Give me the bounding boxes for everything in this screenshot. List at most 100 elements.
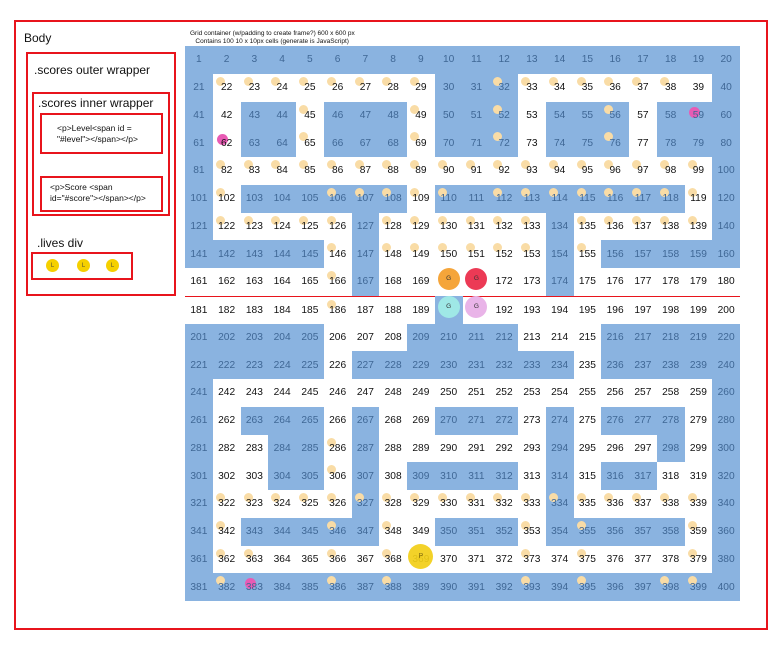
path-cell: 215 [573, 323, 602, 352]
cell-number: 255 [578, 387, 596, 399]
cell-number: 186 [329, 304, 347, 316]
pac-dot [604, 76, 614, 86]
wall-cell: 327 [351, 490, 380, 518]
wall-cell: 52 [490, 101, 518, 130]
wall-cell: 358 [656, 517, 685, 546]
cell-number: 193 [523, 304, 541, 316]
wall-cell: 111 [462, 184, 491, 213]
wall-cell: 217 [629, 323, 657, 352]
wall-cell: 398 [656, 573, 685, 601]
path-cell: 244 [268, 379, 296, 407]
cell-number: 380 [717, 553, 735, 565]
cell-number: 291 [467, 442, 485, 454]
cell-number: 52 [498, 109, 510, 121]
cell-number: 109 [412, 193, 430, 205]
path-cell: 136 [601, 212, 629, 241]
cell-number: 232 [495, 359, 513, 371]
wall-cell: 354 [545, 517, 574, 546]
cell-number: 168 [384, 276, 402, 288]
wall-cell: 321 [185, 490, 213, 518]
wall-cell: 240 [712, 351, 740, 379]
cell-number: 70 [442, 137, 455, 149]
cell-number: 238 [662, 359, 680, 371]
cell-number: 10 [442, 54, 455, 66]
pac-dot [215, 493, 225, 502]
cell-number: 25 [304, 82, 316, 94]
cell-number: 200 [717, 304, 735, 316]
path-cell: 363 [240, 545, 269, 574]
cell-number: 98 [664, 165, 677, 177]
score-markup-text: <p>Score <span id="#score"></span></p> [50, 182, 146, 203]
pac-dot [215, 576, 225, 586]
wall-cell: 317 [629, 462, 657, 490]
cell-number: 9 [418, 54, 424, 66]
path-cell: 246 [323, 379, 352, 407]
cell-number: 46 [331, 109, 344, 121]
cell-number: 338 [662, 498, 680, 510]
cell-number: 224 [273, 359, 291, 371]
pac-dot [521, 76, 530, 86]
cell-number: 125 [301, 220, 319, 232]
cell-number: 381 [190, 581, 208, 593]
cell-number: 6 [334, 54, 341, 66]
cell-number: 323 [245, 498, 263, 510]
pac-dot [243, 215, 253, 225]
pac-dot [215, 160, 225, 169]
cell-number: 325 [301, 498, 319, 510]
wall-cell: 320 [712, 462, 740, 490]
cell-number: 251 [467, 387, 485, 399]
wall-cell: 18 [656, 46, 685, 74]
path-cell: 330 [434, 490, 463, 518]
pac-dot [632, 187, 641, 197]
pac-dot [326, 299, 336, 309]
path-cell: 187 [351, 295, 380, 324]
cell-number: 242 [218, 387, 236, 399]
wall-cell: 156 [601, 240, 629, 268]
path-cell: 99 [684, 157, 713, 185]
lives-div [31, 252, 133, 280]
pac-dot [659, 576, 669, 586]
pac-dot [271, 160, 281, 169]
cell-number: 249 [412, 387, 430, 399]
path-cell: 38 [656, 73, 685, 102]
pac-dot [215, 548, 225, 558]
wall-cell: 147 [351, 240, 380, 268]
cell-number: 1 [196, 54, 202, 66]
path-cell: 153 [518, 240, 546, 268]
cell-number: 185 [301, 304, 319, 316]
cell-number: 287 [356, 442, 374, 454]
wall-cell: 66 [323, 129, 352, 157]
cell-number: 71 [470, 137, 483, 149]
wall-cell: 387 [351, 573, 380, 601]
path-cell: 323 [240, 490, 269, 518]
cell-number: 215 [578, 331, 596, 343]
wall-cell: 158 [656, 240, 685, 268]
wall-cell: 4 [268, 46, 296, 74]
cell-number: 90 [442, 165, 455, 177]
path-cell: 252 [490, 379, 518, 407]
cell-number: 388 [384, 581, 402, 593]
pac-dot [326, 76, 336, 86]
cell-number: 122 [218, 220, 236, 232]
wall-cell: 203 [240, 323, 269, 352]
cell-number: 221 [190, 359, 208, 371]
cell-number: 225 [301, 359, 319, 371]
cell-number: 81 [193, 165, 205, 177]
wall-cell: 44 [268, 101, 296, 130]
wall-cell: 104 [268, 184, 296, 213]
path-cell: 379 [684, 545, 713, 574]
wall-cell: 101 [185, 184, 213, 213]
cell-number: 333 [523, 498, 541, 510]
path-cell: 24 [268, 73, 296, 102]
path-cell: 338 [656, 490, 685, 518]
cell-number: 92 [498, 165, 510, 177]
cell-number: 100 [717, 165, 735, 177]
cell-number: 74 [553, 137, 566, 149]
wall-cell: 260 [712, 379, 740, 407]
wall-cell: 225 [296, 351, 324, 379]
path-cell: 92 [490, 157, 518, 185]
wall-cell: 238 [656, 351, 685, 379]
cell-number: 355 [578, 526, 596, 538]
path-cell: 123 [240, 212, 269, 241]
cell-number: 55 [581, 109, 594, 121]
